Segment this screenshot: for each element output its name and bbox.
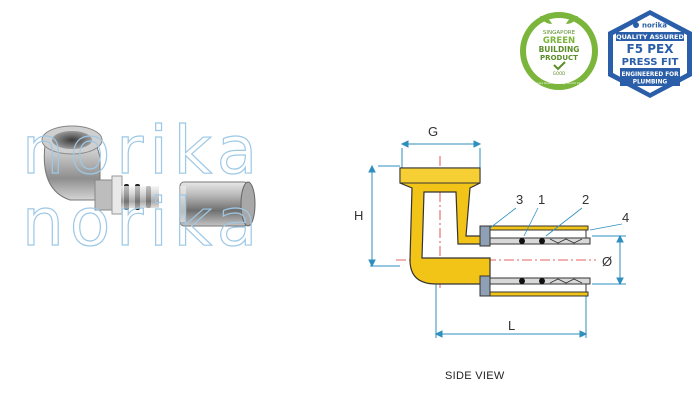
- green-badge-footer: Singapore Green Building Council Certifi…: [529, 81, 589, 85]
- part-label-4: 4: [622, 210, 629, 225]
- barb-teeth: [549, 238, 583, 284]
- dimension-h: [368, 164, 400, 268]
- dimension-diameter-label: Ø: [602, 254, 612, 269]
- dimension-diameter: [592, 234, 626, 286]
- side-view-caption: SIDE VIEW: [445, 370, 505, 382]
- green-badge-rating: GOOD: [553, 71, 565, 76]
- qa-badge-brand: norika: [642, 22, 667, 30]
- part-leaders: [489, 207, 623, 237]
- press-sleeve-image: [179, 181, 256, 227]
- green-badge-line4: PRODUCT: [540, 54, 578, 62]
- leaf-icon: [540, 16, 578, 24]
- product-photo: [41, 125, 256, 227]
- elbow-fitting-image: [41, 125, 159, 215]
- check-icon: [553, 61, 566, 71]
- dimension-g-label: G: [428, 124, 438, 139]
- dimension-l-label: L: [508, 318, 515, 333]
- elbow-body: [399, 167, 491, 285]
- part-label-1: 1: [538, 192, 545, 207]
- pipe-section: [479, 229, 591, 293]
- qa-badge-line1: QUALITY ASSURED: [616, 33, 684, 41]
- green-badge-line1: SINGAPORE: [543, 30, 576, 36]
- qa-badge-line2: F5 PEX: [627, 42, 675, 56]
- green-building-badge: SINGAPORE GREEN BUILDING PRODUCT GOOD Si…: [520, 12, 598, 90]
- technical-drawing: G H L Ø: [354, 124, 629, 338]
- green-badge-line3: BUILDING: [539, 45, 580, 54]
- dimension-g: [400, 140, 482, 168]
- o-ring-icon: [519, 238, 545, 284]
- qa-badge-line3: PRESS FIT: [622, 57, 679, 68]
- quality-assured-badge: norika QUALITY ASSURED F5 PEX PRESS FIT …: [608, 10, 692, 98]
- green-badge-line2: GREEN: [543, 36, 575, 46]
- part-label-2: 2: [582, 192, 589, 207]
- dimension-h-label: H: [354, 208, 363, 223]
- press-sleeve: [479, 225, 589, 297]
- qa-badge-line4: ENGINEERED FOR: [621, 72, 679, 78]
- qa-badge-line5: PLUMBING: [633, 80, 668, 86]
- norika-logo-icon: [633, 22, 639, 28]
- part-label-3: 3: [516, 192, 523, 207]
